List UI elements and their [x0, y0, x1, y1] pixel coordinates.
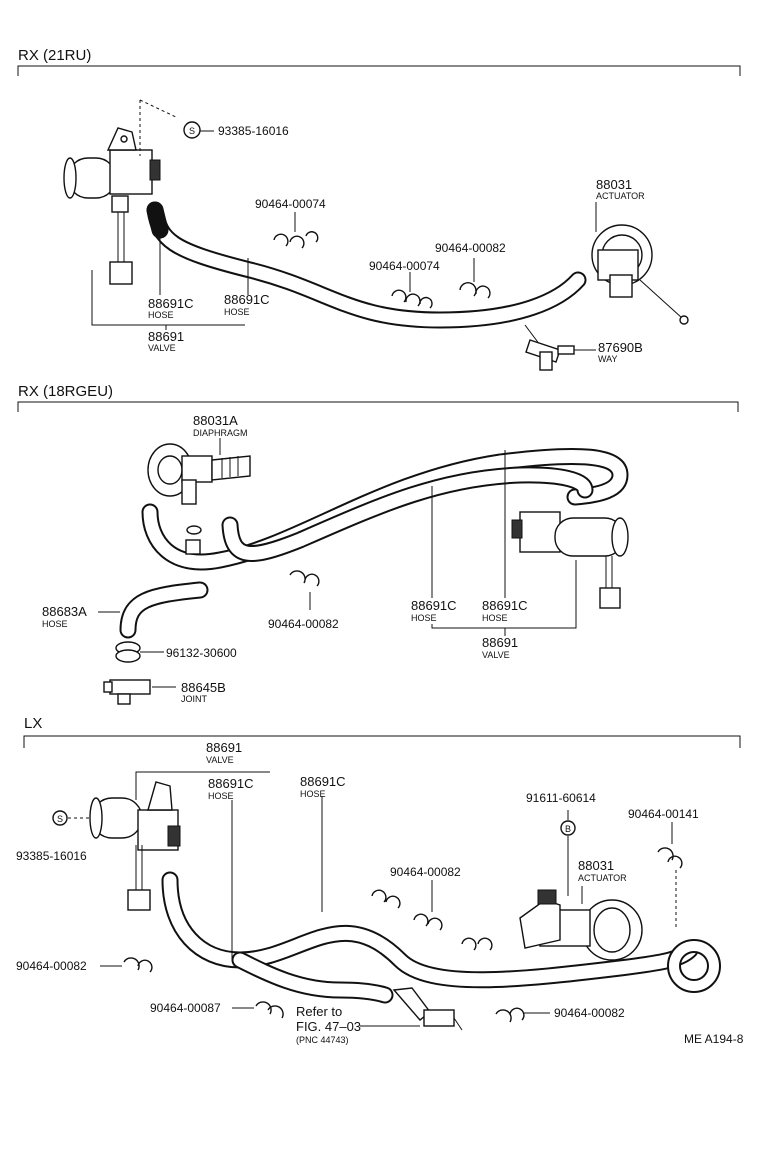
label-rx18-valve-no: 88691: [482, 635, 518, 650]
label-lx-refer3: (PNC 44743): [296, 1035, 349, 1045]
label-lx-clip-bottom-right: 90464-00082: [554, 1006, 625, 1020]
label-clip2: 90464-00082: [435, 241, 506, 255]
label-actuator-no: 88031: [596, 177, 632, 192]
diaphragm: [147, 443, 251, 505]
clip-lx-mid-a: [371, 889, 401, 909]
label-rx18-hose2-name: HOSE: [482, 613, 508, 623]
section-lx: LX S B: [16, 715, 741, 1045]
section-bracket: [17, 65, 741, 76]
valve-bracket: [91, 270, 245, 330]
section-rx-18rgeu: RX (18RGEU): [17, 383, 739, 705]
actuator: [591, 224, 689, 325]
clip-lx-bottom-right: [495, 1007, 525, 1023]
label-lx-hose2-name: HOSE: [300, 789, 326, 799]
label-lx-refer1: Refer to: [296, 1004, 342, 1019]
s-mark: S: [189, 126, 195, 136]
label-rx18-hose2-no: 88691C: [482, 598, 528, 613]
label-lx-hose2-no: 88691C: [300, 774, 346, 789]
label-lx-valve-no: 88691: [206, 740, 242, 755]
label-hose-a-name: HOSE: [42, 619, 68, 629]
clip-lx-left: [123, 957, 153, 973]
clip-lx-mid-b: [413, 913, 443, 931]
label-lx-clip-right: 90464-00141: [628, 807, 699, 821]
s-mark-lx: S: [57, 814, 63, 824]
label-rx18-valve-name: VALVE: [482, 650, 510, 660]
clip-lx-bottom: [255, 1001, 284, 1019]
joint-88645b: [103, 679, 151, 705]
clip-rx18: [289, 570, 320, 587]
section-rx-21ru: RX (21RU) S 93385-16016: [17, 47, 741, 371]
connector-small: [185, 525, 202, 555]
clip-rx21-c: [391, 289, 433, 309]
clip-lx-right: [657, 847, 683, 869]
way-connector: [525, 339, 575, 371]
label-lx-clip-bottom: 90464-00087: [150, 1001, 221, 1015]
clip-lx-mid-c: [461, 937, 493, 951]
label-way-no: 87690B: [598, 340, 643, 355]
label-clamp: 96132-30600: [166, 646, 237, 660]
label-joint-no: 88645B: [181, 680, 226, 695]
fitting-refer: [392, 987, 463, 1031]
figure-code: ME A194-8: [684, 1032, 744, 1046]
label-valve-name: VALVE: [148, 343, 176, 353]
label-lx-clip-mid: 90464-00082: [390, 865, 461, 879]
label-rx18-hose1-name: HOSE: [411, 613, 437, 623]
screw-leader: [139, 99, 179, 156]
valve-rx18: [511, 511, 629, 609]
label-lx-clip-left: 90464-00082: [16, 959, 87, 973]
valve-solenoid: [63, 127, 161, 285]
label-lx-screw: 93385-16016: [16, 849, 87, 863]
label-clip1: 90464-00074: [255, 197, 326, 211]
label-lx-hose1-name: HOSE: [208, 791, 234, 801]
label-lx-actuator-no: 88031: [578, 858, 614, 873]
label-actuator-name: ACTUATOR: [596, 191, 645, 201]
label-clip3: 90464-00074: [369, 259, 440, 273]
b-mark-circle: [560, 820, 576, 836]
section-title-rx18: RX (18RGEU): [18, 383, 113, 400]
label-way-name: WAY: [598, 354, 618, 364]
label-valve-no: 88691: [148, 329, 184, 344]
clamp-96132: [115, 641, 141, 663]
s-mark-circle: [183, 121, 201, 139]
label-diaphragm-no: 88031A: [193, 413, 238, 428]
label-lx-bolt: 91611-60614: [526, 791, 596, 805]
section-title-lx: LX: [24, 715, 42, 732]
label-diaphragm-name: DIAPHRAGM: [193, 428, 248, 438]
label-lx-valve-name: VALVE: [206, 755, 234, 765]
label-hose2-name: HOSE: [224, 307, 250, 317]
clip-rx21-a: [273, 231, 319, 249]
label-joint-name: JOINT: [181, 694, 208, 704]
label-lx-hose1-no: 88691C: [208, 776, 254, 791]
label-lx-refer2: FIG. 47–03: [296, 1019, 361, 1034]
label-hose2-no: 88691C: [224, 292, 270, 307]
label-hose-a-no: 88683A: [42, 604, 87, 619]
s-mark-lx-circle: [52, 810, 68, 826]
label-rx18-hose1-no: 88691C: [411, 598, 457, 613]
label-rx18-clip: 90464-00082: [268, 617, 339, 631]
label-hose1-name: HOSE: [148, 310, 174, 320]
label-screw: 93385-16016: [218, 124, 289, 138]
clip-rx21-b: [459, 282, 491, 299]
label-lx-actuator-name: ACTUATOR: [578, 873, 627, 883]
valve-bracket-rx18: [431, 560, 577, 636]
label-hose1-no: 88691C: [148, 296, 194, 311]
valve-lx: [89, 781, 181, 911]
section-title-rx21: RX (21RU): [18, 47, 91, 64]
actuator-lx: [519, 889, 643, 961]
b-mark: B: [565, 824, 571, 834]
